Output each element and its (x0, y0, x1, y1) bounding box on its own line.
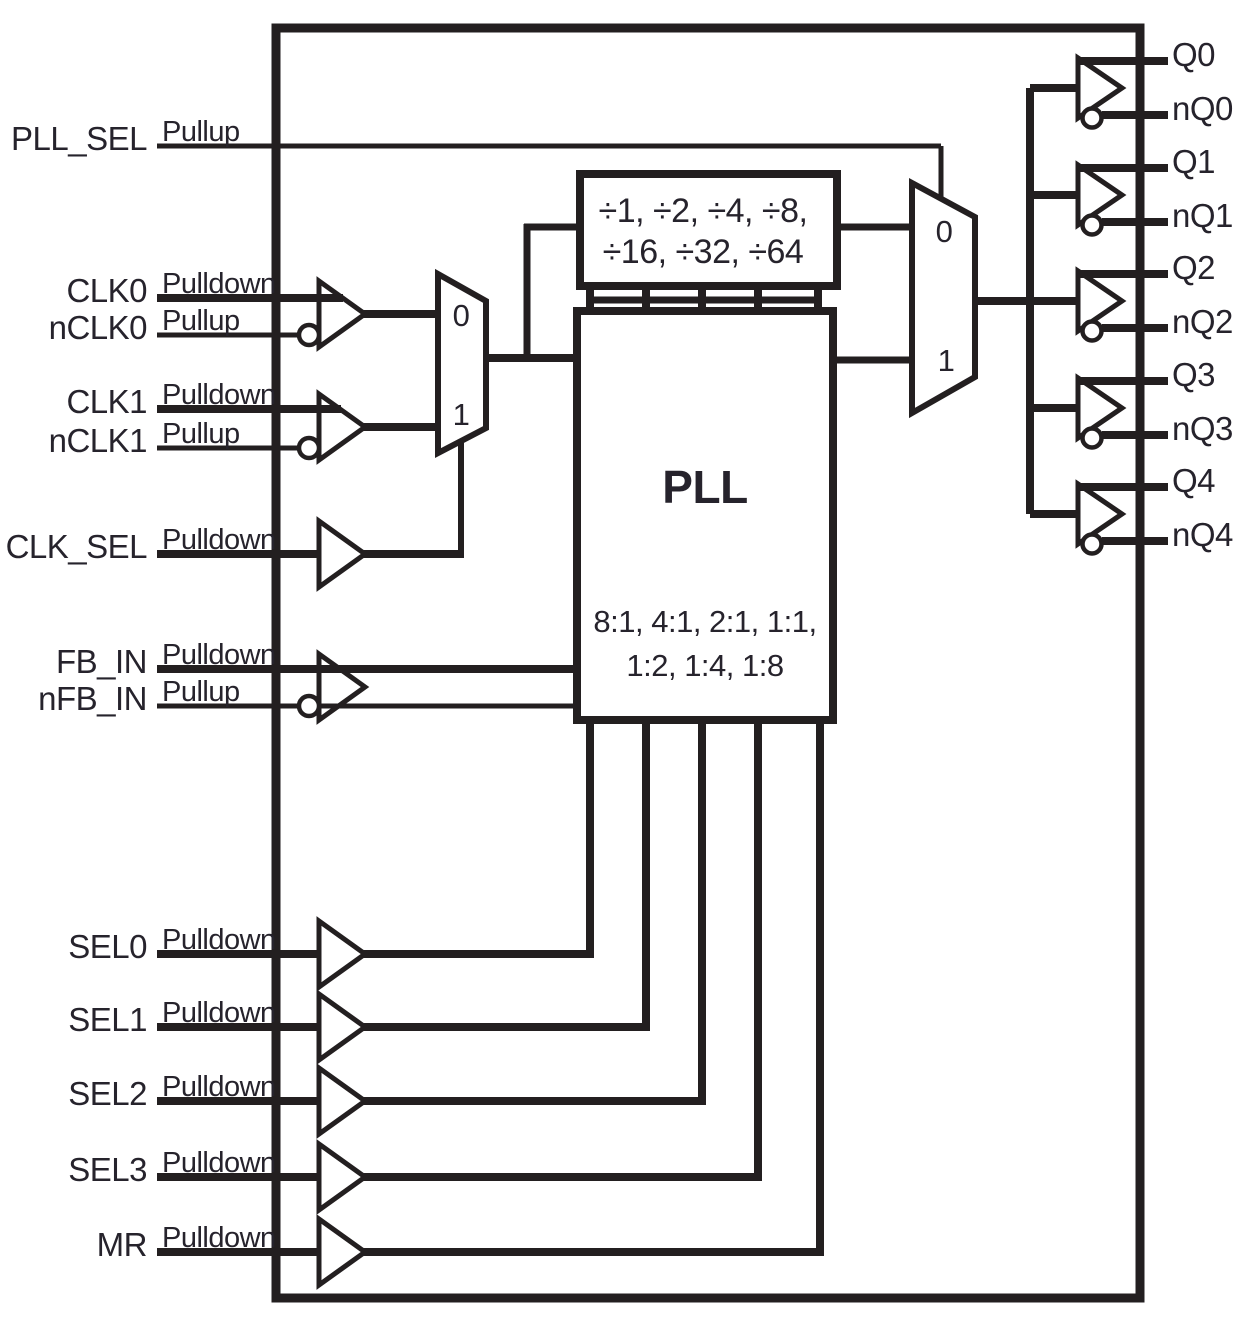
pll-block (573, 307, 837, 724)
wires (157, 88, 1034, 1256)
nfb-invert-bubble-icon (296, 693, 322, 719)
pin-label-pll-sel: PLL_SEL (11, 120, 147, 157)
pin-labels: PLL_SEL Pullup CLK0 Pulldown nCLK0 Pullu… (6, 116, 277, 1263)
sel0-input-buffer (316, 916, 370, 992)
output-source-mux (909, 177, 978, 419)
pin-label-fb-in: FB_IN (56, 643, 147, 680)
pll-ratio-line2: 1:2, 1:4, 1:8 (626, 648, 783, 683)
sel3-input-buffer (316, 1139, 370, 1215)
output-label-nq2: nQ2 (1172, 303, 1233, 340)
output-mux-label-1: 1 (938, 343, 955, 378)
pull-label-clk1: Pulldown (162, 379, 276, 411)
divider-text-line1: ÷1, ÷2, ÷4, ÷8, (599, 192, 808, 230)
nq3-invert-bubble-icon (1080, 426, 1104, 450)
pull-label-sel2: Pulldown (162, 1071, 276, 1103)
pull-label-pll-sel: Pullup (162, 116, 240, 148)
input-clock-mux (435, 268, 489, 458)
output-label-nq3: nQ3 (1172, 410, 1233, 447)
pull-label-fb-in: Pulldown (162, 639, 276, 671)
clk1-input-buffer (316, 389, 370, 465)
output-label-q3: Q3 (1172, 356, 1215, 393)
pull-label-sel0: Pulldown (162, 924, 276, 956)
pull-label-clk0: Pulldown (162, 268, 276, 300)
sel2-input-buffer (316, 1063, 370, 1139)
pin-label-nclk0: nCLK0 (49, 309, 148, 346)
chip-boundary (271, 23, 1145, 1303)
pull-label-nclk1: Pullup (162, 418, 240, 450)
mr-input-buffer (316, 1214, 370, 1290)
pin-label-nfb-in: nFB_IN (38, 680, 147, 717)
output-buffers (1030, 53, 1168, 556)
q0-output-buffer (1075, 53, 1127, 123)
output-label-nq0: nQ0 (1172, 90, 1233, 127)
output-label-nq4: nQ4 (1172, 516, 1233, 553)
pull-label-clk-sel: Pulldown (162, 524, 276, 556)
pin-label-nclk1: nCLK1 (49, 422, 147, 459)
nclk0-invert-bubble-icon (296, 322, 322, 348)
pull-label-nclk0: Pullup (162, 305, 240, 337)
nq2-invert-bubble-icon (1080, 319, 1104, 343)
pll-title: PLL (662, 461, 747, 513)
pin-label-sel2: SEL2 (68, 1075, 147, 1112)
output-label-q2: Q2 (1172, 249, 1215, 286)
pin-label-sel3: SEL3 (68, 1151, 147, 1188)
pull-label-sel3: Pulldown (162, 1147, 276, 1179)
clk0-input-buffer (316, 276, 370, 352)
nq0-invert-bubble-icon (1080, 106, 1104, 130)
clk-sel-input-buffer (316, 516, 370, 592)
pull-label-sel1: Pulldown (162, 997, 276, 1029)
fb-input-buffer (316, 649, 370, 725)
pin-label-sel0: SEL0 (68, 928, 147, 965)
pin-label-clk0: CLK0 (66, 272, 147, 309)
q4-output-buffer (1075, 479, 1127, 549)
input-buffers (296, 276, 370, 1290)
output-label-q0: Q0 (1172, 36, 1215, 73)
q1-output-buffer (1075, 160, 1127, 230)
output-label-q4: Q4 (1172, 462, 1215, 499)
divider-text-line2: ÷16, ÷32, ÷64 (603, 233, 804, 271)
pin-label-sel1: SEL1 (68, 1001, 147, 1038)
pll-ratio-line1: 8:1, 4:1, 2:1, 1:1, (593, 604, 816, 639)
pull-label-mr: Pulldown (162, 1222, 276, 1254)
input-mux-label-1: 1 (453, 397, 470, 432)
pin-label-mr: MR (97, 1226, 147, 1263)
input-mux-label-0: 0 (453, 298, 470, 333)
output-mux-label-0: 0 (936, 214, 953, 249)
output-label-q1: Q1 (1172, 143, 1215, 180)
output-label-nq1: nQ1 (1172, 197, 1233, 234)
q3-output-buffer (1075, 373, 1127, 443)
block-labels: 0 1 0 1 ÷1, ÷2, ÷4, ÷8, ÷16, ÷32, ÷64 PL… (453, 192, 955, 683)
nq1-invert-bubble-icon (1080, 213, 1104, 237)
nq4-invert-bubble-icon (1080, 532, 1104, 556)
q2-output-buffer (1075, 266, 1127, 336)
pull-label-nfb-in: Pullup (162, 676, 240, 708)
output-labels: Q0 nQ0 Q1 nQ1 Q2 nQ2 Q3 nQ3 Q4 nQ4 (1172, 36, 1234, 553)
divider-block (576, 170, 841, 290)
pin-label-clk1: CLK1 (66, 383, 147, 420)
sel1-input-buffer (316, 989, 370, 1065)
pin-label-clk-sel: CLK_SEL (6, 528, 148, 565)
nclk1-invert-bubble-icon (296, 435, 322, 461)
